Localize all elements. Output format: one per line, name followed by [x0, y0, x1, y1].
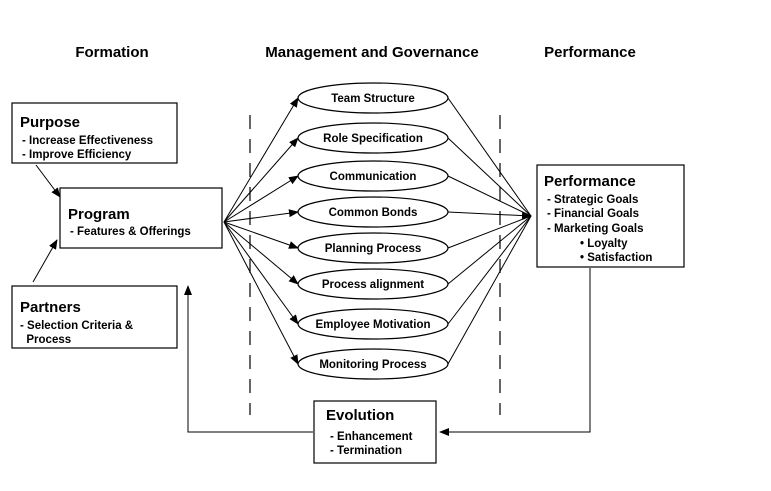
- process-label: Communication: [330, 171, 417, 183]
- partners-line: Process: [20, 334, 71, 346]
- performance-to-evolution-arrow: [439, 268, 591, 436]
- process-label: Process alignment: [322, 279, 424, 291]
- program-to-process-arrow: [223, 221, 299, 325]
- program-box: Program - Features & Offerings: [59, 187, 223, 249]
- process-oval: Team Structure: [297, 82, 449, 114]
- process-label: Planning Process: [325, 243, 422, 255]
- heading-formation: Formation: [75, 44, 148, 61]
- program-to-process-arrow: [223, 221, 299, 365]
- process-to-performance-connectors: [447, 97, 532, 365]
- process-to-performance-line: [447, 97, 532, 217]
- evolution-title: Evolution: [326, 407, 394, 424]
- process-oval: Process alignment: [297, 268, 449, 300]
- process-oval: Role Specification: [297, 122, 449, 154]
- program-to-process-arrow: [223, 137, 299, 223]
- performance-line: - Financial Goals: [547, 208, 639, 220]
- process-to-performance-line: [447, 215, 532, 249]
- evolution-line: - Enhancement: [330, 431, 413, 443]
- performance-line: • Satisfaction: [580, 252, 652, 264]
- purpose-box: Purpose - Increase Effectiveness - Impro…: [11, 102, 178, 164]
- program-to-process-arrow: [223, 209, 299, 223]
- process-oval: Employee Motivation: [297, 308, 449, 340]
- partners-line: - Selection Criteria &: [20, 320, 133, 332]
- process-label: Role Specification: [323, 133, 423, 145]
- partners-title: Partners: [20, 299, 81, 316]
- process-label: Team Structure: [331, 93, 415, 105]
- partners-box: Partners - Selection Criteria & Process: [11, 285, 178, 349]
- process-oval: Common Bonds: [297, 196, 449, 228]
- process-label: Common Bonds: [329, 207, 418, 219]
- evolution-line: - Termination: [330, 445, 402, 457]
- program-to-process-connectors: [223, 97, 299, 365]
- program-to-process-arrow: [223, 221, 299, 249]
- purpose-line: - Improve Efficiency: [22, 149, 132, 161]
- program-to-process-arrow: [223, 97, 299, 223]
- evolution-box: Evolution - Enhancement - Termination: [313, 400, 437, 464]
- heading-management: Management and Governance: [265, 44, 478, 61]
- purpose-title: Purpose: [20, 114, 80, 131]
- program-title: Program: [68, 206, 130, 223]
- process-to-performance-line: [447, 211, 532, 220]
- process-to-performance-line: [447, 215, 532, 285]
- performance-line: - Marketing Goals: [547, 223, 644, 235]
- evolution-to-program-arrow: [184, 285, 313, 433]
- performance-title: Performance: [544, 173, 636, 190]
- process-oval: Communication: [297, 160, 449, 192]
- process-label: Monitoring Process: [319, 359, 426, 371]
- performance-line: - Strategic Goals: [547, 194, 638, 206]
- process-to-performance-line: [447, 215, 532, 365]
- process-oval: Planning Process: [297, 232, 449, 264]
- performance-line: • Loyalty: [580, 238, 628, 250]
- purpose-line: - Increase Effectiveness: [22, 135, 153, 147]
- heading-performance: Performance: [544, 44, 636, 61]
- program-to-process-arrow: [223, 175, 299, 223]
- process-to-performance-line: [447, 175, 532, 217]
- purpose-to-program-arrow: [35, 164, 61, 198]
- partners-to-program-arrow: [32, 239, 58, 283]
- performance-box: Performance - Strategic Goals - Financia…: [536, 164, 685, 268]
- process-oval: Monitoring Process: [297, 348, 449, 380]
- process-to-performance-line: [447, 137, 532, 217]
- program-to-process-arrow: [223, 221, 299, 285]
- program-line: - Features & Offerings: [70, 226, 191, 238]
- process-to-performance-line: [447, 215, 532, 325]
- process-label: Employee Motivation: [315, 319, 430, 331]
